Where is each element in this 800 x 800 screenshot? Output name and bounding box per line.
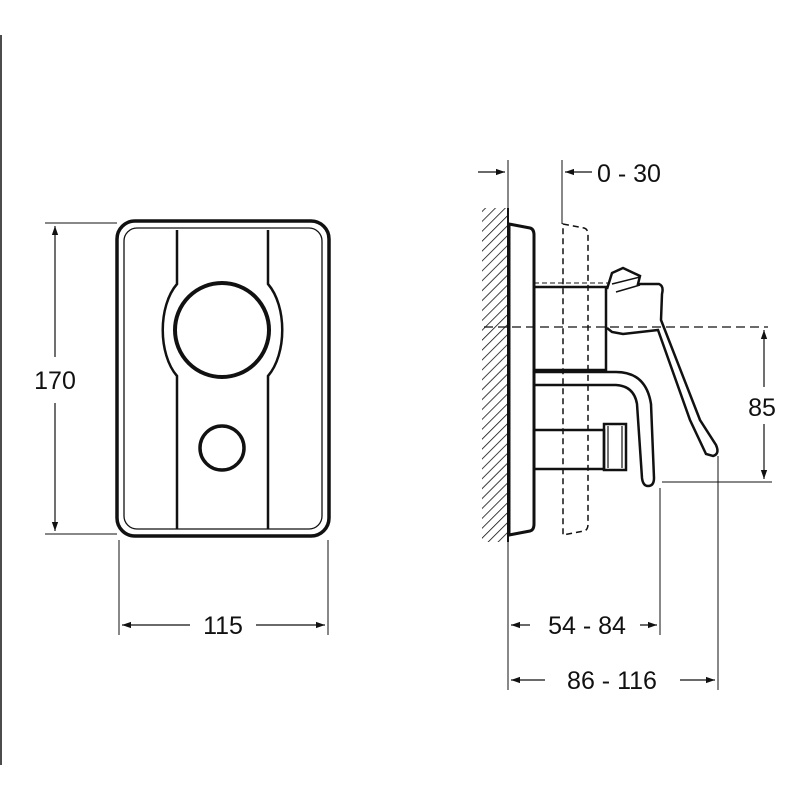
total-depth-label: 86 - 116 xyxy=(567,667,657,695)
height-label: 170 xyxy=(34,367,76,395)
cover-plate-outer xyxy=(115,219,331,538)
plate-side-profile xyxy=(507,222,536,537)
handle-depth-label: 54 - 84 xyxy=(548,612,626,640)
temperature-dial xyxy=(173,281,271,379)
diverter-cap xyxy=(602,422,628,472)
wall-hatch xyxy=(482,208,508,542)
front-height-dimension: 170 xyxy=(34,222,117,535)
wall-offset-label: 0 - 30 xyxy=(597,160,661,188)
side-view xyxy=(482,208,719,542)
total-depth-dimension: 86 - 116 xyxy=(511,456,719,695)
lever-handle xyxy=(605,266,719,458)
right-groove xyxy=(266,230,284,529)
lever-detail-2 xyxy=(615,284,641,293)
valve-body-upper xyxy=(534,285,608,372)
lever-detail xyxy=(611,276,641,285)
front-view xyxy=(115,219,331,538)
spout-height-dimension: 85 xyxy=(662,330,776,483)
spout-height-label: 85 xyxy=(748,394,776,422)
left-groove xyxy=(161,230,179,529)
diverter-stem xyxy=(534,428,606,471)
spout-arm xyxy=(534,370,656,488)
plate-extended-dashed xyxy=(562,223,589,536)
wall-offset-dimension: 0 - 30 xyxy=(478,160,661,224)
front-width-dimension: 115 xyxy=(118,540,329,640)
width-label: 115 xyxy=(203,612,243,640)
diverter-knob xyxy=(198,424,246,472)
handle-depth-dimension: 54 - 84 xyxy=(507,488,661,690)
